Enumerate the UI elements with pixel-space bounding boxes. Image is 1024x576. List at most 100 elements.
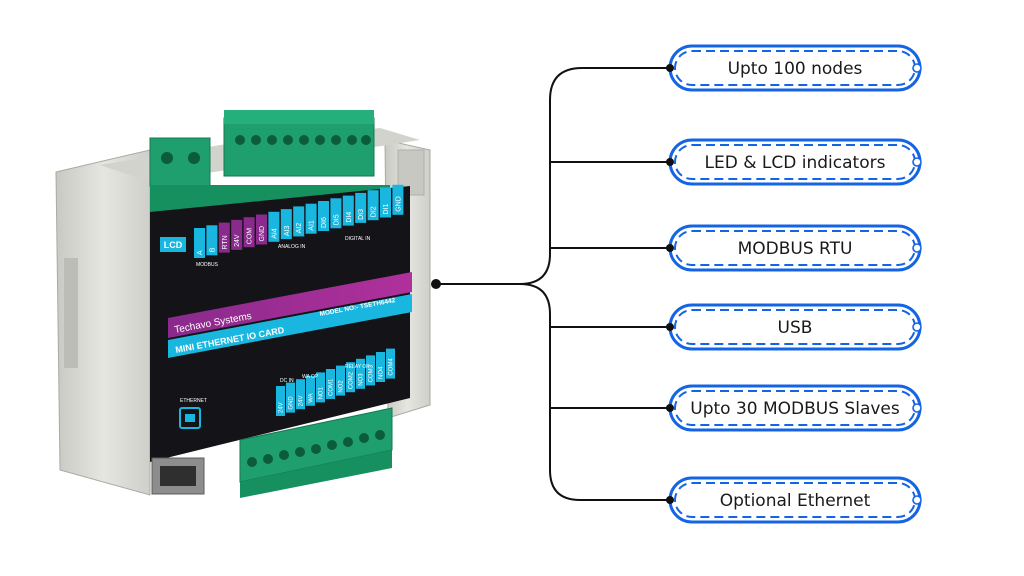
feature-label: Upto 30 MODBUS Slaves — [690, 399, 900, 419]
top-terminal-label: B — [206, 225, 218, 256]
feature-pill: Optional Ethernet — [666, 476, 922, 524]
ethernet-icon — [179, 407, 201, 429]
feature-label: LED & LCD indicators — [705, 153, 886, 173]
top-terminal-label: DI4 — [342, 195, 354, 226]
top-terminal-label: DI3 — [355, 192, 367, 223]
feature-pill: MODBUS RTU — [666, 224, 922, 272]
bottom-terminal-blocks — [239, 407, 393, 498]
feature-label: Upto 100 nodes — [728, 59, 863, 79]
top-terminal-label: GND — [256, 214, 267, 245]
lcd-label: LCD — [164, 240, 183, 250]
feature-pill-right-node — [912, 403, 922, 413]
feature-pill-left-node — [666, 64, 674, 72]
feature-pill-left-node — [666, 496, 674, 504]
svg-text:COM4: COM4 — [389, 358, 395, 376]
bottom-terminal-label: GND — [286, 382, 295, 413]
device-housing-rail — [64, 258, 78, 368]
feature-pill-right-node — [912, 157, 922, 167]
top-terminal-label: DI2 — [367, 190, 379, 221]
top-terminal-label: DI1 — [380, 187, 391, 218]
svg-text:AI2: AI2 — [296, 223, 303, 234]
wa-op-group-label: WA OP — [302, 374, 319, 380]
top-terminal-label: DI6 — [318, 201, 329, 231]
feature-pill-left-node — [666, 158, 674, 166]
feature-pill: USB — [666, 303, 922, 351]
bottom-terminal-label: NO1 — [316, 372, 325, 403]
svg-text:B: B — [209, 247, 216, 252]
digital-in-group-label: DIGITAL IN — [345, 236, 371, 242]
bottom-terminal-label: WA — [306, 375, 315, 406]
feature-connectors — [431, 67, 670, 501]
connector-stubs — [550, 161, 670, 409]
top-terminal-label: DI5 — [330, 198, 342, 229]
bottom-terminal-label: 24V — [296, 379, 305, 410]
feature-pill: Upto 100 nodes — [666, 44, 922, 92]
feature-label: MODBUS RTU — [738, 239, 853, 259]
feature-label: Optional Ethernet — [720, 491, 871, 511]
analog-in-group-label: ANALOG IN — [278, 244, 306, 250]
svg-text:AI3: AI3 — [284, 225, 291, 236]
feature-pill-right-node — [912, 243, 922, 253]
feature-pill-left-node — [666, 323, 674, 331]
svg-text:GND: GND — [259, 226, 266, 242]
feature-pill: Upto 30 MODBUS Slaves — [666, 384, 922, 432]
relay-op-group-label: RELAY OP — [345, 364, 370, 370]
svg-text:AI4: AI4 — [271, 228, 278, 239]
ethernet-icon-jack — [185, 414, 195, 422]
product-stripe — [168, 294, 412, 358]
svg-text:COM1: COM1 — [329, 378, 335, 396]
brand-stripe — [168, 272, 412, 338]
svg-text:RTN: RTN — [222, 235, 229, 249]
svg-text:DI5: DI5 — [333, 214, 340, 225]
rj45-port-opening — [160, 466, 196, 486]
bottom-terminal-label: COM2 — [346, 362, 355, 393]
svg-text:NO2: NO2 — [339, 380, 345, 393]
svg-text:24V: 24V — [299, 396, 305, 407]
connector-upper-branch — [436, 67, 670, 285]
bottom-terminal-label: COM1 — [326, 369, 335, 399]
top-terminal-label: AI3 — [280, 209, 292, 240]
dc-in-group-label: DC IN — [280, 378, 294, 384]
top-terminal-label: A — [194, 228, 205, 258]
svg-text:DI6: DI6 — [321, 217, 328, 228]
svg-text:24V: 24V — [234, 234, 241, 247]
top-terminal-label: AI2 — [293, 206, 305, 237]
svg-text:NO1: NO1 — [319, 386, 325, 399]
svg-text:NO4: NO4 — [379, 366, 385, 379]
feature-label: USB — [778, 318, 813, 338]
svg-text:DI1: DI1 — [383, 204, 390, 215]
modbus-group-label: MODBUS — [196, 262, 219, 268]
svg-text:GND: GND — [395, 196, 402, 212]
svg-text:24V: 24V — [279, 402, 285, 413]
connector-lower-branch — [436, 283, 670, 501]
device-housing-left — [55, 149, 151, 496]
bottom-terminal-label: 24V — [276, 386, 285, 416]
top-terminal-label: 24V — [231, 219, 243, 250]
bottom-terminal-label: NO2 — [336, 365, 345, 396]
bottom-terminal-label: NO3 — [356, 358, 365, 389]
top-terminal-label: GND — [392, 184, 404, 215]
bottom-terminal-label: COM3 — [366, 355, 375, 386]
bottom-terminal-label: NO4 — [376, 352, 385, 382]
svg-text:COM: COM — [247, 228, 254, 245]
feature-pill: LED & LCD indicators — [666, 138, 922, 186]
svg-text:COM3: COM3 — [369, 364, 375, 382]
feature-pill-right-node — [912, 495, 922, 505]
top-terminal-label: AI1 — [305, 203, 317, 234]
bottom-terminal-label: COM4 — [386, 348, 395, 379]
ethernet-label: ETHERNET — [180, 398, 207, 404]
svg-text:DI2: DI2 — [371, 206, 378, 217]
feature-pill-right-node — [912, 63, 922, 73]
svg-text:DI3: DI3 — [358, 209, 365, 220]
svg-text:DI4: DI4 — [346, 212, 353, 223]
top-terminal-label: RTN — [218, 222, 230, 253]
svg-text:A: A — [197, 250, 204, 255]
top-terminal-label: AI4 — [268, 211, 280, 242]
svg-text:COM2: COM2 — [349, 371, 355, 389]
svg-text:AI1: AI1 — [309, 220, 316, 231]
